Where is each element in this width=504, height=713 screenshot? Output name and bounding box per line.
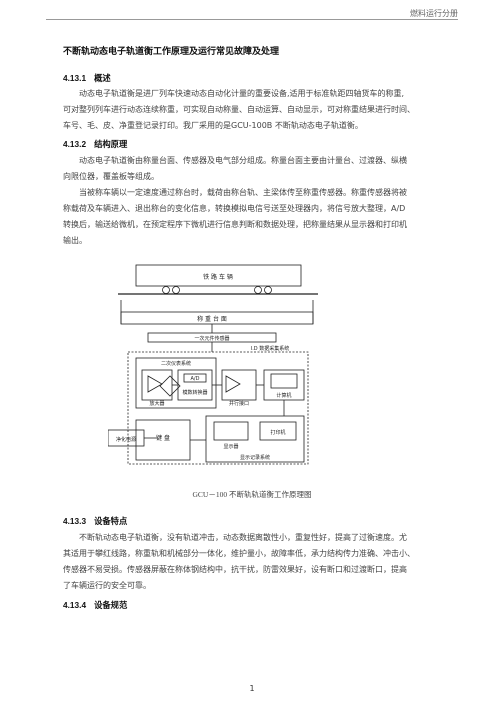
text-line: 不断轨动态电子轨道衡，没有轨道冲击，动态数据离散性小，重复性好，提高了过衡速度。…	[79, 533, 407, 542]
monitor-label: 显示器	[223, 444, 238, 450]
monitor-box	[213, 421, 249, 441]
section-number: 4.13.4	[63, 600, 87, 610]
section-heading-specs: 4.13.4 设备规范	[63, 599, 127, 611]
weigh-table-label: 称 重 台 面	[197, 315, 227, 323]
section-number: 4.13.2	[63, 139, 87, 149]
printer-box	[259, 421, 297, 441]
page-number: 1	[249, 684, 255, 693]
section-heading-features: 4.13.3 设备特点	[63, 515, 127, 527]
screen-symbol	[270, 373, 298, 389]
port-symbol	[225, 375, 241, 393]
diagram-caption: GCU－100 不断轨轨道衡工作原理图	[192, 490, 312, 499]
text-line: 可对整列列车进行动态连续称重，可实现自动称量、自动运算、自动显示，可对称重结果进…	[63, 105, 415, 114]
text-line: 转换后，输送给微机，在预定程序下微机进行信息判断和数据处理，把称量结果从显示器和…	[63, 220, 407, 229]
text-line: 其适用于攀红线路，称重轨和机械部分一体化，维护量小，故障率低，承力结构传力准确、…	[63, 549, 415, 558]
paragraph-principle: 当被称车辆以一定速度通过称台时，载荷由称台轨、主梁体传至称重传感器。称重传感器将…	[63, 185, 453, 249]
printer-label: 打印机	[270, 429, 285, 436]
working-principle-diagram: 铁 路 车 辆 称 重 台 面 一次元件传感器 I.D 数据采集系统 二次仪表系…	[108, 264, 318, 465]
section-heading-overview: 4.13.1 概述	[63, 72, 111, 84]
amplifier-symbol	[147, 375, 163, 393]
wheel	[254, 286, 262, 294]
paragraph-features: 不断轨动态电子轨道衡，没有轨道冲击，动态数据离散性小，重复性好，提高了过衡速度。…	[63, 530, 453, 594]
amplifier-box	[141, 369, 173, 401]
text-line: 车号、毛、皮、净重登记录打印。我厂采用的是GCU-100B 不断轨动态电子轨道衡…	[63, 121, 363, 130]
secondary-instrument-frame	[135, 357, 217, 409]
display-record-frame	[205, 415, 305, 463]
header-rule	[46, 19, 458, 20]
wheel	[172, 286, 180, 294]
computer-label: 计算机	[276, 392, 291, 399]
document-title: 不断轨动态电子轨道衡工作原理及运行常见故障及处理	[63, 47, 280, 57]
diamond-symbol	[159, 375, 181, 397]
sensor-label: 一次元件传感器	[194, 335, 229, 342]
wheel	[264, 286, 272, 294]
section-number: 4.13.1	[63, 73, 87, 83]
ad-label: A/D	[191, 376, 200, 382]
text-line: 称载荷及车辆进入、退出称台的变化信息，转换模拟电信号送至处理器内，将信号放大整理…	[63, 204, 406, 213]
section-number: 4.13.3	[63, 516, 87, 526]
ad-label-box	[183, 373, 207, 383]
text-line: 了车辆运行的安全可靠。	[63, 581, 151, 590]
paragraph-structure: 动态电子轨道衡由称量台面、传感器及电气部分组成。称量台面主要由计量台、过渡器、纵…	[63, 153, 453, 185]
secondary-label: 二次仪表系统	[161, 360, 191, 367]
running-header: 燃料运行分册	[410, 9, 458, 18]
power-label: 净化电源	[116, 436, 136, 443]
display-record-label: 显示记录系统	[240, 454, 270, 461]
section-heading-structure: 4.13.2 结构原理	[63, 138, 127, 150]
rail-car-box	[135, 264, 302, 287]
text-line: 动态电子轨道衡是进厂列车快速动态自动化计量的重要设备,适用于标准轨距四轴货车的称…	[79, 89, 405, 98]
paragraph-overview: 动态电子轨道衡是进厂列车快速动态自动化计量的重要设备,适用于标准轨距四轴货车的称…	[63, 86, 453, 134]
parallel-port-label: 并行接口	[229, 400, 249, 407]
processor-label: I.D 数据采集系统	[251, 345, 290, 352]
processor-frame	[127, 351, 309, 465]
text-line: 传感器不易受损。传感器屏蔽在称体钢结构中，抗干扰，防雷效果好，设有断口和过渡断口…	[63, 565, 407, 574]
amplifier-label: 放大器	[149, 400, 164, 407]
section-title: 设备特点	[94, 516, 128, 526]
text-line: 当被称车辆以一定速度通过称台时，载荷由称台轨、主梁体传至称重传感器。称重传感器将…	[79, 188, 407, 197]
keyboard-label: 键 盘	[156, 434, 170, 442]
text-line: 输出。	[63, 236, 87, 245]
section-title: 概述	[94, 73, 111, 83]
wheel	[162, 286, 170, 294]
ad-converter-label: 模数转换器	[182, 389, 207, 396]
rail-car-label: 铁 路 车 辆	[203, 273, 233, 281]
section-title: 结构原理	[94, 139, 128, 149]
section-title: 设备规范	[94, 600, 128, 610]
text-line: 向限位器，覆盖板等组成。	[63, 172, 159, 181]
text-line: 动态电子轨道衡由称量台面、传感器及电气部分组成。称量台面主要由计量台、过渡器、纵…	[79, 156, 407, 165]
